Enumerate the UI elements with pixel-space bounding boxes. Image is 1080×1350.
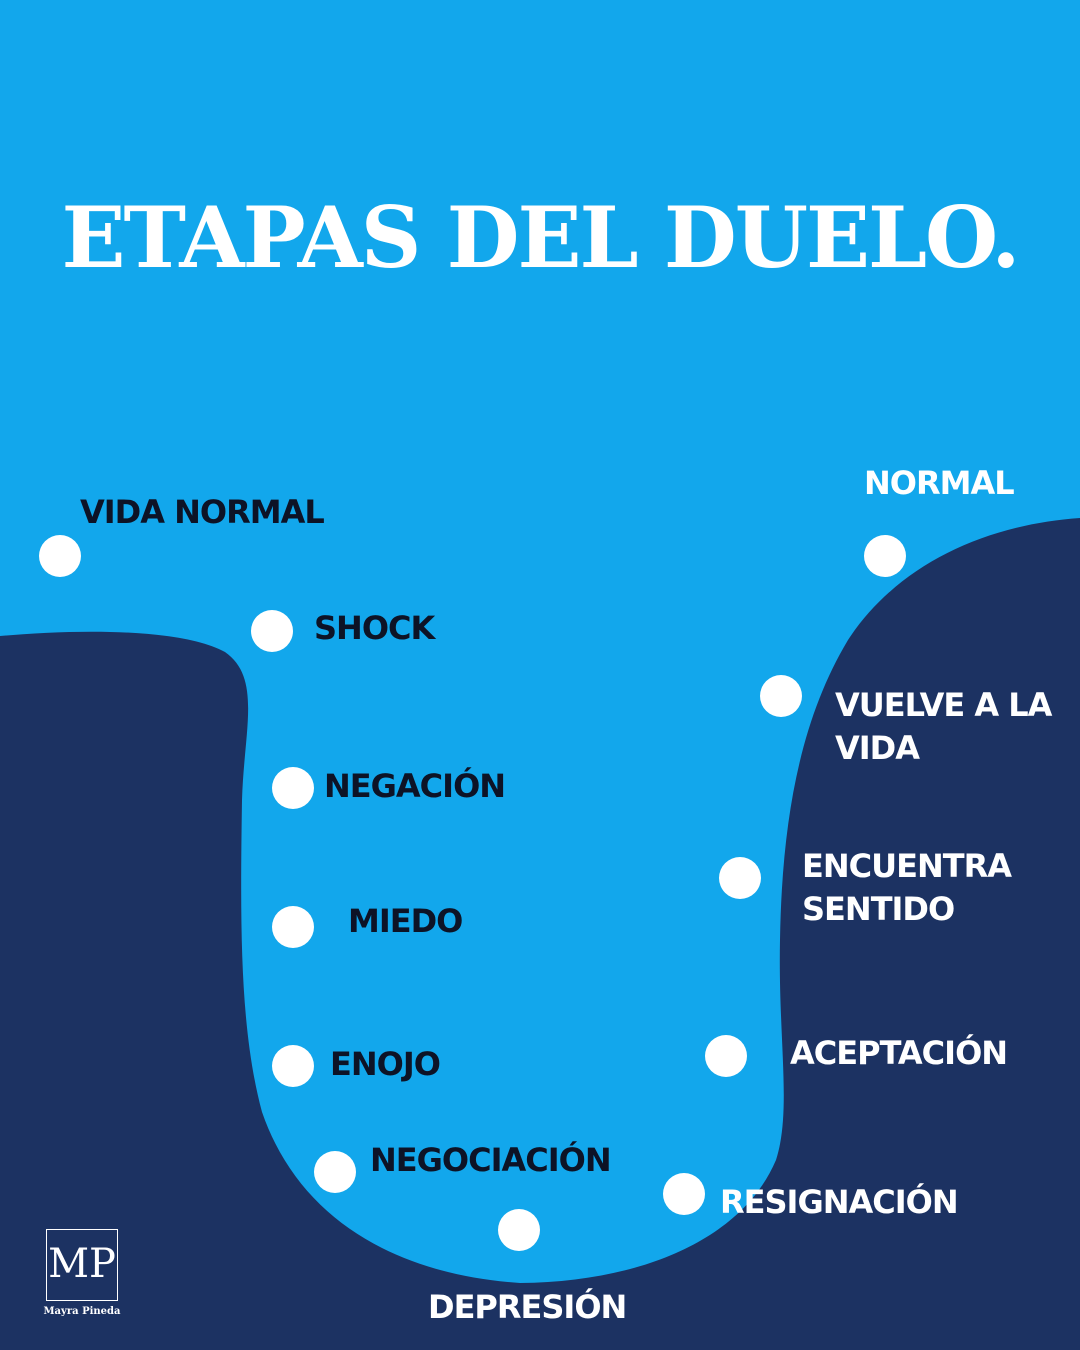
stage-dot-enojo <box>272 1045 314 1087</box>
stage-dot-encuentra-sentido <box>719 857 761 899</box>
stage-dot-depresion <box>498 1209 540 1251</box>
stage-label-encuentra-sentido: ENCUENTRA <box>802 847 1012 885</box>
stage-label-vuelve-a-la-vida-line2: VIDA <box>835 729 920 767</box>
right-navy-shape <box>520 518 1080 1350</box>
stage-label-negociacion: NEGOCIACIÓN <box>370 1141 612 1179</box>
stage-label-aceptacion: ACEPTACIÓN <box>790 1034 1008 1072</box>
stage-label-negacion: NEGACIÓN <box>324 767 506 805</box>
stage-dot-negociacion <box>314 1151 356 1193</box>
page-title: ETAPAS DEL DUELO. <box>61 188 1020 287</box>
stage-dot-aceptacion <box>705 1035 747 1077</box>
stage-label-depresion: DEPRESIÓN <box>428 1288 627 1326</box>
stage-dot-normal <box>864 535 906 577</box>
stage-label-vida-normal: VIDA NORMAL <box>80 493 325 531</box>
stage-label-enojo: ENOJO <box>330 1045 441 1083</box>
logo-brand-name: Mayra Pineda <box>43 1306 121 1317</box>
stage-dot-vida-normal <box>39 535 81 577</box>
brand-logo: MP <box>46 1229 118 1301</box>
stage-dot-miedo <box>272 906 314 948</box>
stage-label-shock: SHOCK <box>314 609 435 647</box>
stage-label-resignacion: RESIGNACIÓN <box>720 1183 959 1221</box>
stage-dot-shock <box>251 610 293 652</box>
stage-dot-resignacion <box>663 1173 705 1215</box>
stage-label-vuelve-a-la-vida: VUELVE A LA <box>835 686 1052 724</box>
stage-label-miedo: MIEDO <box>348 902 463 940</box>
logo-monogram: MP <box>48 1241 116 1287</box>
left-navy-shape <box>0 631 520 1350</box>
stage-label-encuentra-sentido-line2: SENTIDO <box>802 890 955 928</box>
stage-label-normal: NORMAL <box>864 464 1015 502</box>
stage-dot-negacion <box>272 767 314 809</box>
stage-dot-vuelve-a-la-vida <box>760 675 802 717</box>
